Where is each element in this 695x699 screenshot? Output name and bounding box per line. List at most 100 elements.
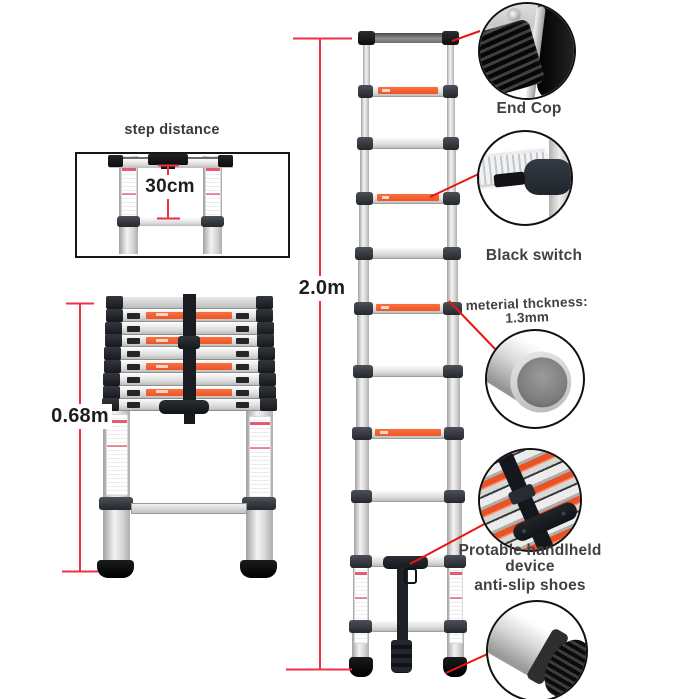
rail-segment	[361, 94, 370, 142]
screw-icon	[509, 10, 520, 21]
leg-sticker	[249, 416, 271, 498]
rail-segment	[446, 41, 454, 90]
ladder-foot-right	[443, 657, 467, 677]
rail-segment	[356, 374, 370, 432]
collapsed-height-value: 0.68m	[48, 404, 112, 429]
rail-segment	[446, 201, 457, 252]
rung-cap-left	[354, 247, 373, 260]
stack-mark-left	[127, 389, 140, 396]
rung-cap-right	[443, 365, 464, 378]
rung-cap-right	[442, 85, 459, 98]
step-distance-panel	[75, 152, 290, 258]
stack-cap-left	[105, 308, 123, 322]
switch-connector	[524, 159, 571, 195]
rung-label-highlight	[380, 430, 389, 434]
closed-crossbar	[131, 503, 247, 514]
callout-circle-black-switch	[477, 130, 573, 226]
stack-cap-left	[104, 334, 122, 348]
stack-mark-left	[127, 338, 140, 345]
rung-label-highlight	[382, 88, 390, 92]
stack-mark-right	[236, 325, 249, 332]
material-thickness-label: meterial thckness: 1.3mm	[447, 294, 608, 328]
callout-circle-end-cap	[478, 2, 576, 100]
rung-cap-left	[351, 427, 373, 440]
rung-cap-left	[353, 302, 373, 315]
closed-strap	[183, 294, 196, 404]
ladder-rung	[365, 621, 451, 632]
stack-mark-right	[236, 351, 249, 358]
top-cap-left	[357, 31, 375, 45]
stack-label-highlight	[156, 390, 168, 394]
ladder-rung	[369, 138, 447, 149]
stack-mark-right	[236, 364, 249, 370]
rail-segment	[358, 256, 370, 307]
rung-label-orange	[376, 304, 440, 311]
panel-collar-right	[201, 216, 224, 227]
strap-hook	[404, 568, 417, 584]
stack-label-highlight	[156, 338, 168, 342]
stack-mark-right	[236, 402, 249, 409]
top-cap-right	[441, 31, 459, 45]
closed-foot-right	[240, 560, 277, 578]
stack-cap-left	[104, 347, 122, 361]
panel-clamp	[148, 154, 188, 165]
closed-foot-left	[97, 560, 134, 578]
stack-cap-right	[258, 360, 276, 373]
stack-cap-left	[103, 360, 121, 373]
rung-cap-left	[349, 620, 372, 633]
rung-cap-right	[444, 620, 467, 633]
panel-top-cap-left	[108, 155, 123, 167]
stack-mark-left	[127, 402, 140, 409]
rung-cap-right	[443, 490, 466, 503]
callout-circle-anti-slip	[486, 600, 588, 699]
stack-mark-right	[236, 312, 249, 319]
stack-cap-right	[256, 308, 274, 322]
rung-cap-left	[356, 137, 374, 150]
closed-collar-right	[242, 497, 276, 510]
panel-left-sticker	[121, 162, 137, 224]
closed-strap-tail	[184, 412, 195, 424]
rail-segment	[359, 201, 370, 252]
handheld-label-line1: Protable handlheld	[458, 542, 602, 559]
rung-cap-right	[443, 427, 465, 440]
stack-mark-right	[236, 376, 249, 383]
rail-segment	[446, 146, 456, 197]
rail-segment	[446, 436, 461, 495]
stack-cap-right	[259, 385, 277, 399]
rung-label-orange	[375, 429, 441, 436]
stack-cap-left	[102, 385, 120, 399]
rail-segment	[446, 374, 460, 432]
stack-cap-left	[106, 296, 123, 309]
stack-cap-right	[256, 296, 273, 309]
stack-mark-right	[236, 389, 249, 396]
closed-strap-buckle	[178, 336, 200, 349]
ladder-rung	[368, 248, 448, 259]
stack-mark-right	[236, 338, 249, 345]
rung-label-orange	[377, 194, 439, 201]
rail-segment	[360, 146, 370, 197]
tube-rotated-wrap	[487, 331, 583, 427]
black-switch-label: Black switch	[485, 247, 583, 264]
rung-cap-left	[350, 490, 373, 503]
rail-segment	[362, 41, 370, 90]
panel-collar-left	[117, 216, 140, 227]
rail-segment	[446, 94, 455, 142]
anti-slip-label: anti-slip shoes	[474, 577, 586, 594]
stack-label-highlight	[156, 313, 168, 317]
closed-collar-left	[99, 497, 133, 510]
stack-cap-right	[257, 347, 275, 361]
rung-cap-left	[357, 85, 374, 98]
panel-top-cap-right	[218, 155, 233, 167]
rung-label-highlight	[381, 195, 390, 199]
stack-mark-left	[127, 325, 140, 332]
stack-cap-left	[105, 321, 123, 335]
rung-label-highlight	[380, 305, 389, 309]
stack-cap-right	[259, 398, 277, 412]
stack-cap-right	[256, 321, 274, 335]
stack-mark-left	[127, 364, 140, 370]
stack-mark-left	[127, 376, 140, 383]
stack-mark-left	[127, 351, 140, 358]
ladder-top-bar	[371, 33, 445, 43]
stack-mark-left	[127, 312, 140, 319]
